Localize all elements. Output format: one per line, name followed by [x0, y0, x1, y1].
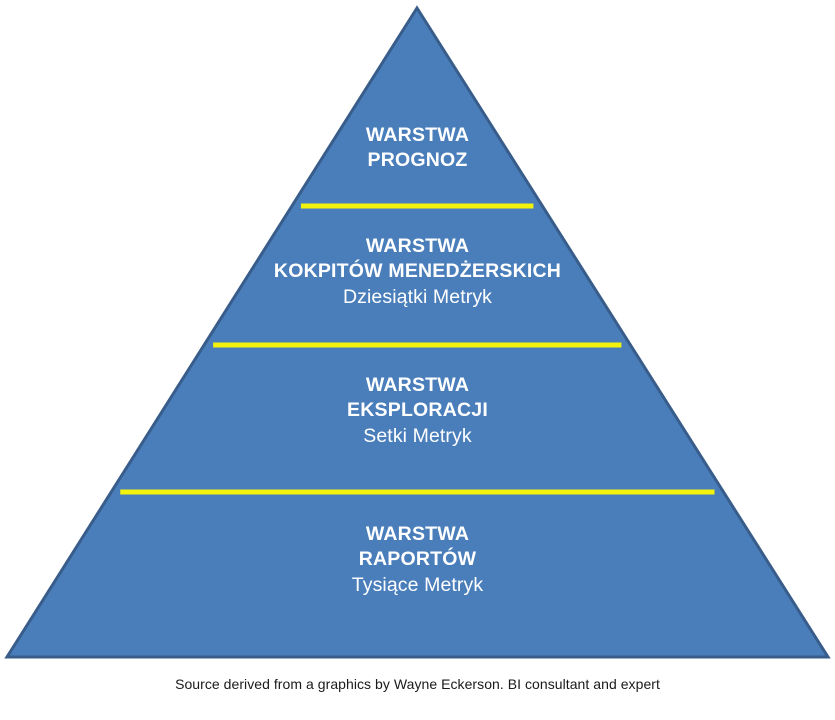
source-caption: Source derived from a graphics by Wayne …	[175, 676, 660, 692]
pyramid-triangle-body	[4, 5, 831, 659]
